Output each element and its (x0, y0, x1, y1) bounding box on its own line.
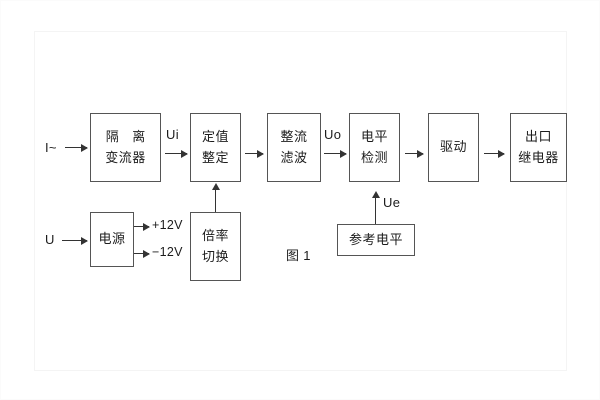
block-output-relay[interactable]: 出口 继电器 (510, 113, 567, 182)
block-isolating-transformer-line-1: 隔 离 (105, 129, 151, 145)
uo-arrow (324, 149, 347, 158)
block-rectifier-filter[interactable]: 整流 滤波 (267, 113, 321, 182)
block-drive-line-1: 驱动 (439, 139, 467, 155)
block-rectifier-filter-line-2: 滤波 (280, 149, 308, 165)
current-input-arrow (65, 143, 88, 152)
current-input-label: I~ (45, 140, 57, 155)
block-output-relay-line-1: 出口 (524, 129, 552, 145)
multiplier-to-setting-arrow (211, 183, 220, 212)
block-multiplier-switch-line-2: 切换 (201, 248, 229, 264)
block-power-supply[interactable]: 电源 (90, 212, 134, 267)
supply-positive-label: +12V (152, 218, 183, 232)
block-reference-level-line-1: 参考电平 (348, 231, 403, 247)
voltage-input-arrow (62, 236, 88, 245)
level-to-drive-arrow (405, 149, 424, 158)
drive-to-relay-arrow (484, 149, 505, 158)
supply-negative-arrow (134, 249, 150, 258)
diagram-frame (34, 31, 567, 371)
block-isolating-transformer[interactable]: 隔 离 变流器 (90, 113, 161, 182)
block-rectifier-filter-line-1: 整流 (280, 129, 308, 145)
block-reference-level[interactable]: 参考电平 (337, 224, 415, 256)
block-drive[interactable]: 驱动 (428, 113, 479, 182)
supply-negative-label: −12V (152, 245, 183, 259)
block-setting-adjustment[interactable]: 定值 整定 (190, 113, 241, 182)
block-multiplier-switch[interactable]: 倍率 切换 (190, 212, 241, 281)
block-level-detection[interactable]: 电平 检测 (349, 113, 400, 182)
block-multiplier-switch-line-1: 倍率 (201, 228, 229, 244)
block-setting-adjustment-line-2: 整定 (201, 149, 229, 165)
block-setting-adjustment-line-1: 定值 (201, 129, 229, 145)
block-level-detection-line-1: 电平 (360, 129, 388, 145)
block-power-supply-line-1: 电源 (98, 231, 126, 247)
ui-label: Ui (166, 127, 179, 142)
voltage-input-label: U (45, 232, 55, 247)
block-output-relay-line-2: 继电器 (518, 149, 559, 165)
figure-caption: 图 1 (286, 248, 311, 263)
supply-positive-arrow (134, 222, 150, 231)
setting-to-rectifier-arrow (245, 149, 264, 158)
ue-label: Ue (383, 195, 401, 210)
block-level-detection-line-2: 检测 (360, 149, 388, 165)
reference-to-level-arrow (371, 191, 380, 224)
ui-arrow (165, 149, 188, 158)
uo-label: Uo (324, 127, 342, 142)
block-isolating-transformer-line-2: 变流器 (105, 149, 146, 165)
